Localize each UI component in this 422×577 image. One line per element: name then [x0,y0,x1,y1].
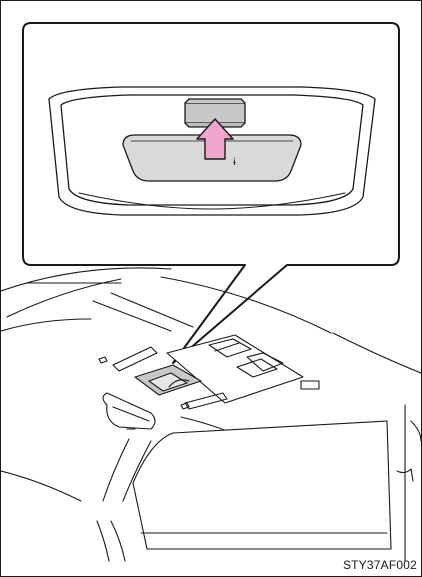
side-window [133,421,391,549]
rear-view-mirror [103,393,155,429]
lamp-symbol: ɨ [233,157,236,168]
figure-code: STY37AF002 [343,558,417,572]
